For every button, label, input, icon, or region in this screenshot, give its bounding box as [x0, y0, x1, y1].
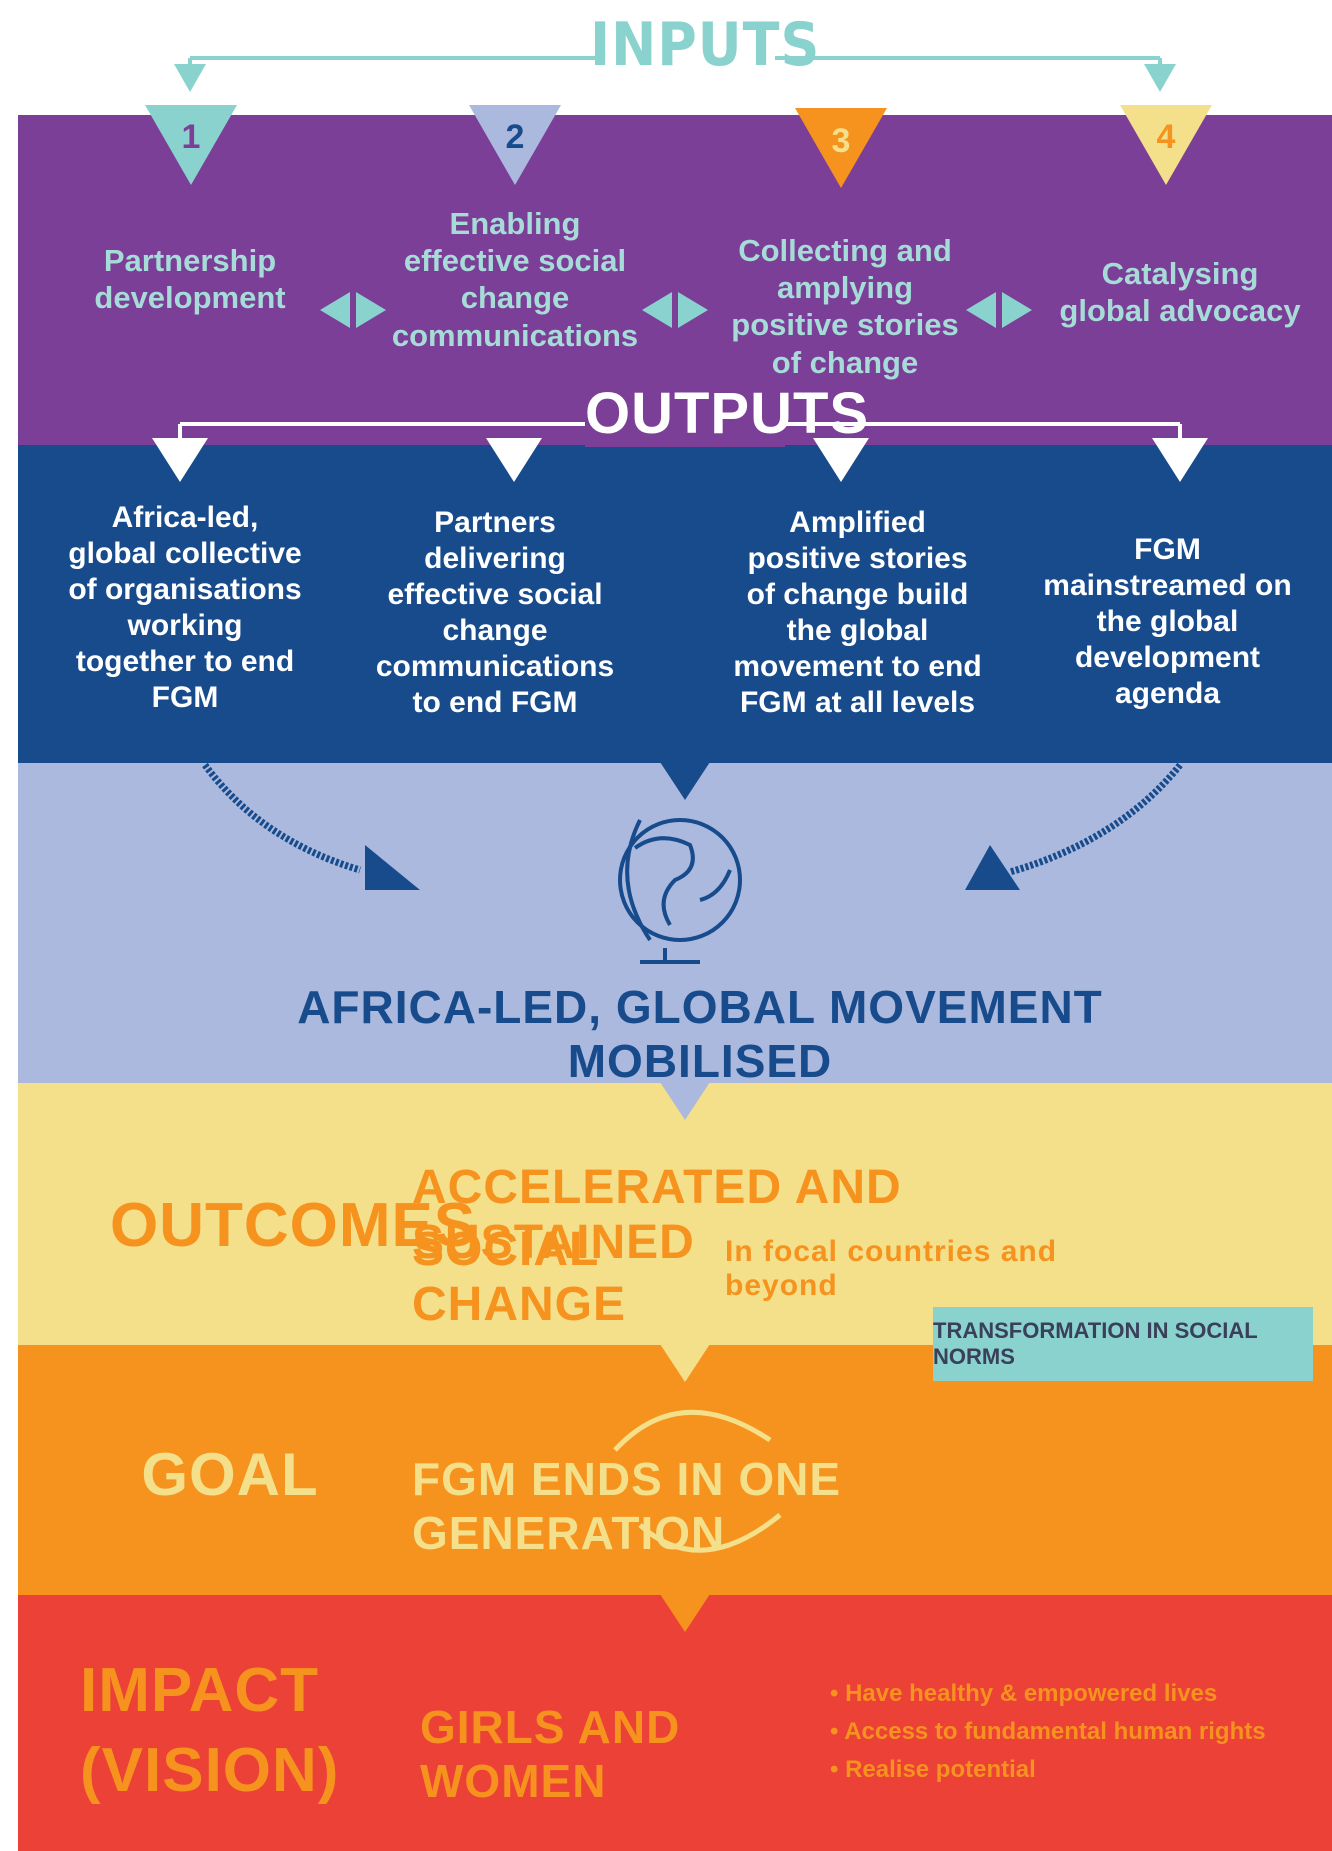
curved-arrow-left-icon	[365, 845, 420, 890]
output-africa-led-collective: Africa-led, global collective of organis…	[68, 501, 302, 714]
impact-bullet-list: Have healthy & empowered lives Access to…	[830, 1675, 1266, 1789]
inputs-arrow-left-icon	[174, 64, 206, 92]
impact-bullet: Realise potential	[830, 1751, 1266, 1789]
notch-icon	[660, 762, 710, 800]
swirl-decoration	[638, 1513, 782, 1553]
movement-title: AFRICA-LED, GLOBAL MOVEMENT MOBILISED	[297, 981, 1103, 1087]
goal-band	[18, 1345, 1332, 1595]
transformation-callout-text: TRANSFORMATION IN SOCIAL NORMS	[933, 1318, 1258, 1369]
outcomes-band	[18, 1083, 1332, 1345]
notch-icon	[660, 1082, 710, 1120]
badge-1-icon	[145, 105, 237, 185]
input-stories-of-change: Collecting and amplying positive stories…	[731, 233, 959, 380]
impact-bullet: Have healthy & empowered lives	[830, 1675, 1266, 1713]
outcomes-heading-line1: ACCELERATED AND SUSTAINED	[412, 1161, 902, 1269]
globe-icon	[618, 818, 742, 964]
outputs-band	[18, 445, 1332, 763]
badge-1-number: 1	[181, 118, 201, 156]
badge-2-icon	[469, 105, 561, 185]
bidirectional-arrow-icon	[966, 292, 1032, 328]
notch-icon	[660, 1344, 710, 1382]
impact-label-vision: (VISION)	[80, 1736, 340, 1805]
output-partners-delivering: Partners delivering effective social cha…	[375, 506, 615, 719]
movement-band	[18, 763, 1332, 1083]
impact-label: IMPACT	[80, 1656, 320, 1725]
goal-label: GOAL	[141, 1441, 319, 1508]
outcomes-label: OUTCOMES	[110, 1191, 477, 1260]
bidirectional-arrow-icon	[642, 292, 708, 328]
outputs-title: OUTPUTS	[585, 380, 870, 447]
output-amplified-stories: Amplified positive stories of change bui…	[733, 506, 982, 719]
badge-4-icon	[1120, 105, 1212, 185]
outcomes-heading-line2: SOCIAL CHANGE	[412, 1223, 627, 1331]
input-partnership-development: Partnership development	[94, 243, 286, 316]
output-arrow-icon	[486, 438, 542, 482]
output-arrow-icon	[1152, 438, 1208, 482]
output-arrow-icon	[152, 438, 208, 482]
impact-text: GIRLS AND WOMEN	[420, 1701, 681, 1807]
badge-3-icon	[795, 108, 887, 188]
outcomes-subtext: In focal countries and beyond	[725, 1235, 1058, 1302]
output-fgm-mainstreamed: FGM mainstreamed on the global developme…	[1043, 533, 1292, 710]
transformation-callout: TRANSFORMATION IN SOCIAL NORMS	[933, 1307, 1313, 1381]
swirl-decoration	[613, 1409, 772, 1452]
goal-text: FGM ENDS IN ONE GENERATION	[412, 1453, 842, 1559]
badge-2-number: 2	[505, 118, 525, 156]
inputs-arrow-right-icon	[1144, 64, 1176, 92]
inputs-title: INPUTS	[590, 10, 821, 80]
notch-icon	[660, 1594, 710, 1632]
curved-arrow-right-icon	[965, 845, 1020, 890]
badge-4-number: 4	[1156, 118, 1176, 156]
badge-3-number: 3	[831, 122, 851, 160]
input-global-advocacy: Catalysing global advocacy	[1059, 256, 1301, 329]
impact-bullet: Access to fundamental human rights	[830, 1713, 1265, 1751]
input-social-change-communications: Enabling effective social change communi…	[391, 206, 639, 353]
bidirectional-arrow-icon	[320, 292, 386, 328]
output-arrow-icon	[813, 438, 869, 482]
